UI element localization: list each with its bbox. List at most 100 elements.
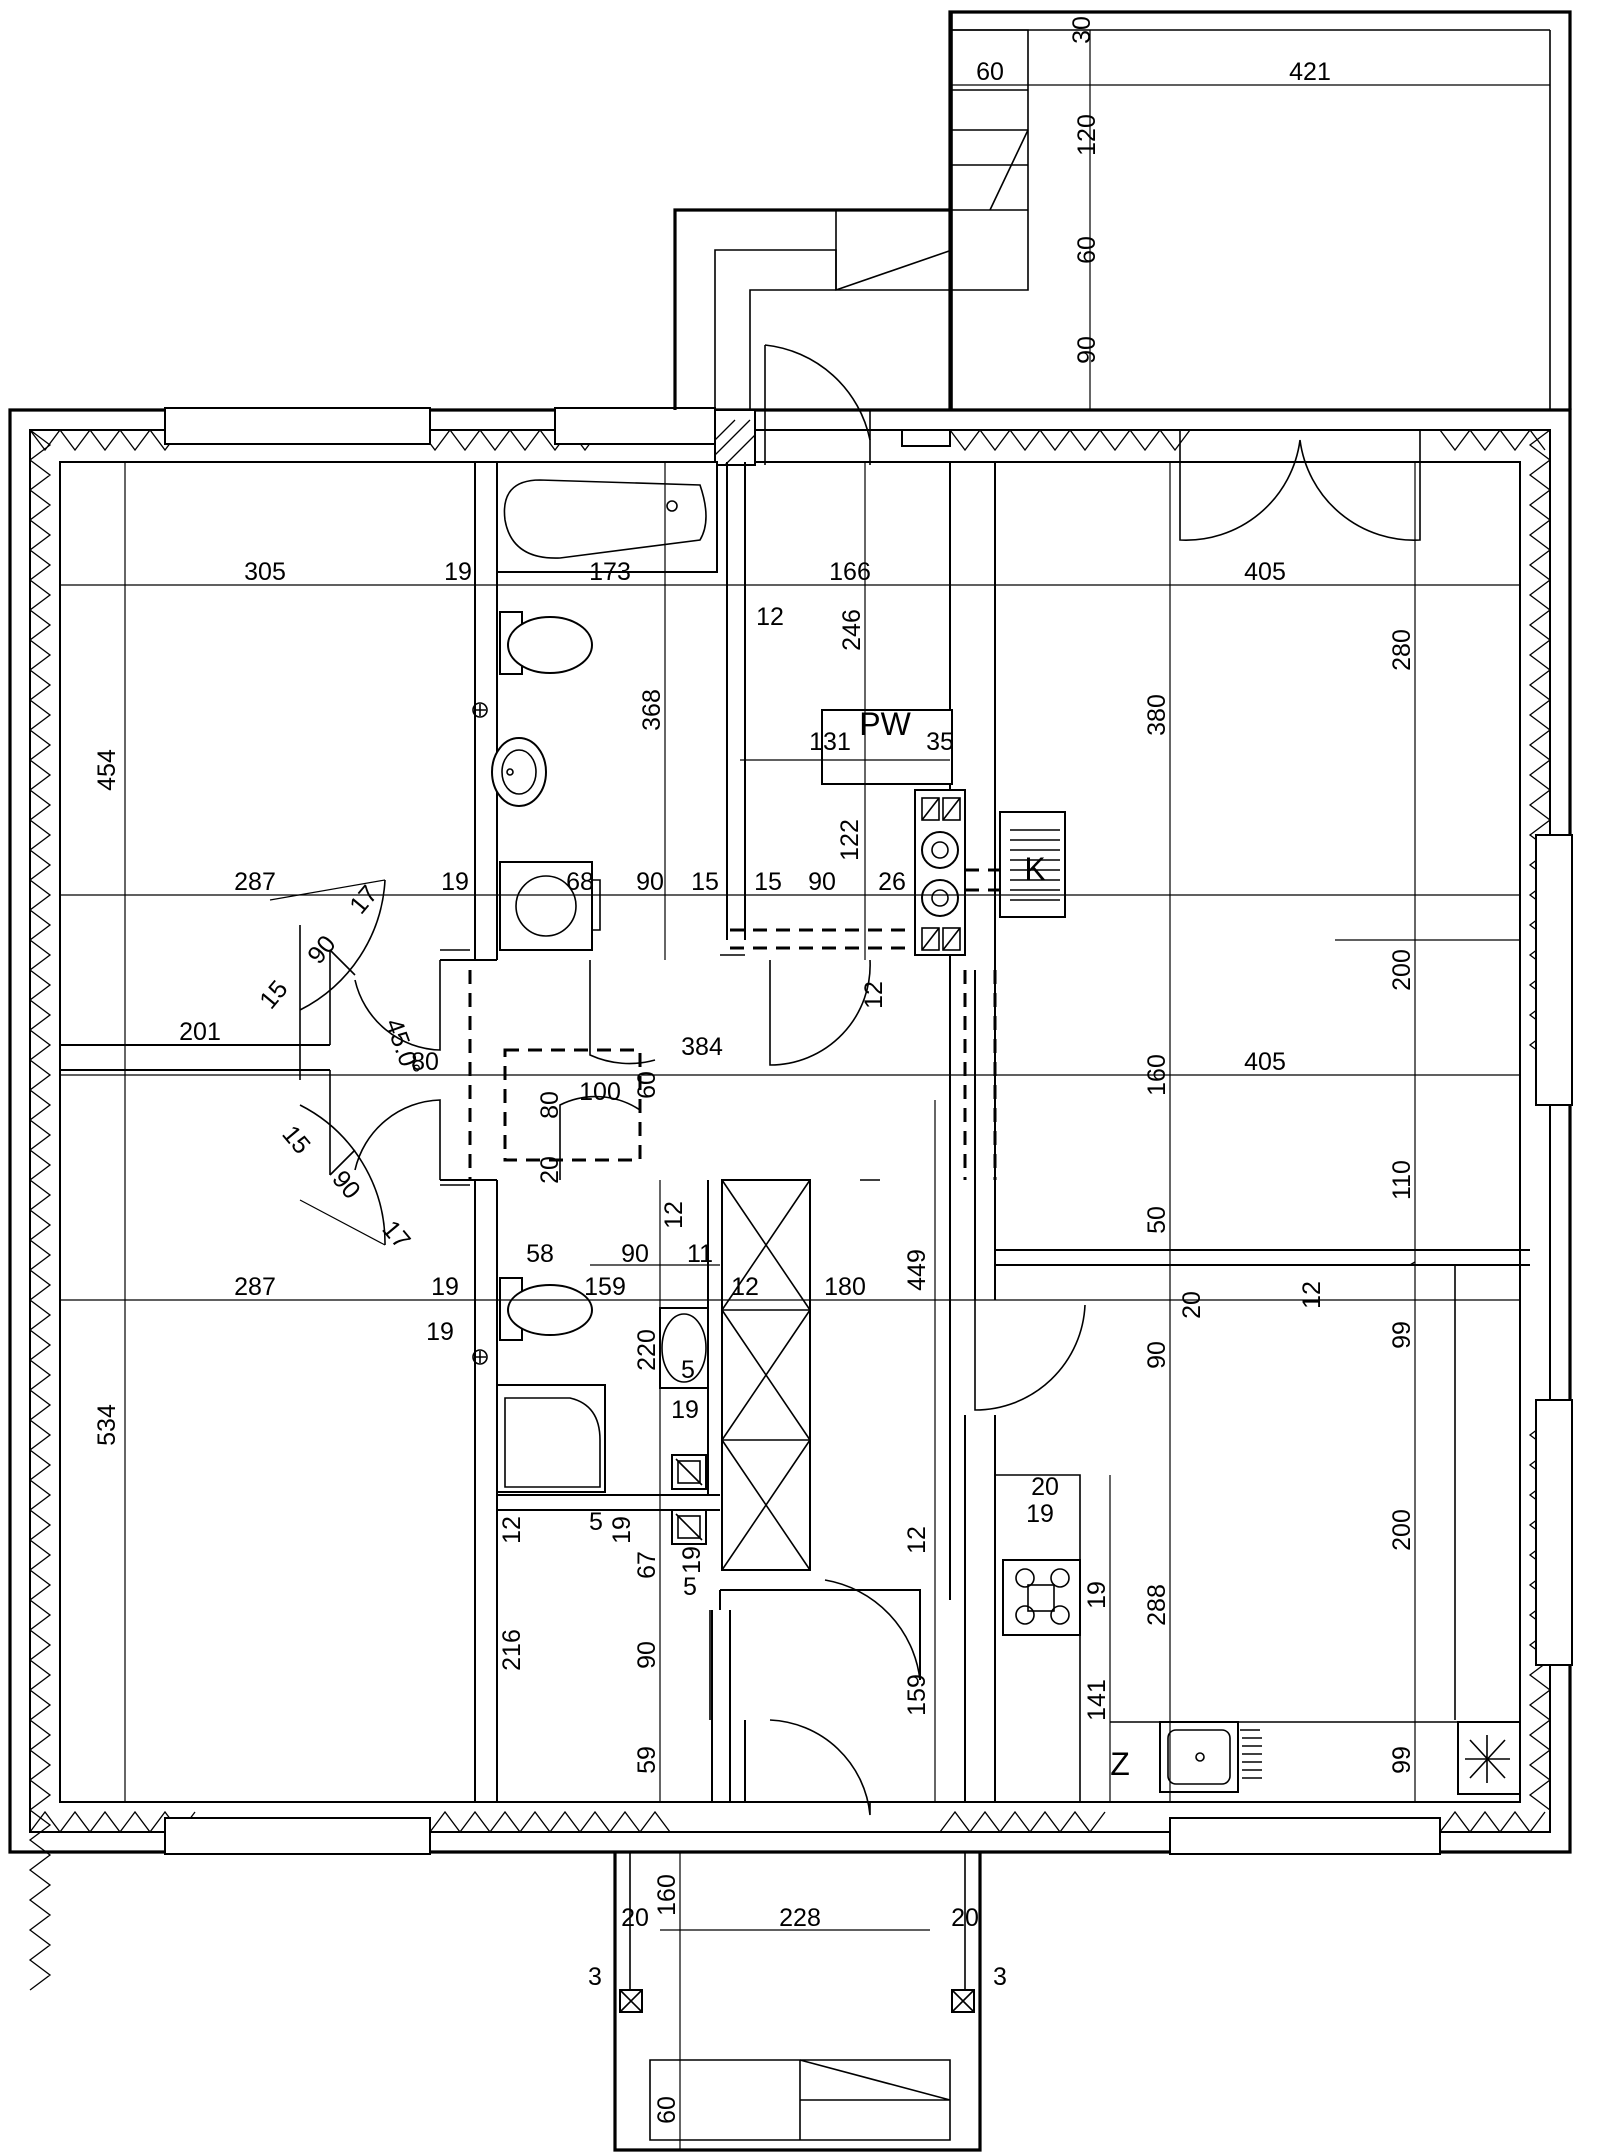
dim-row3-159: 159 (584, 1273, 626, 1301)
shower (496, 1384, 606, 1493)
washing-machine (499, 861, 601, 951)
dim-row3-12: 12 (731, 1273, 759, 1301)
dim-row2-19: 19 (441, 868, 469, 896)
dim-35: 35 (926, 728, 954, 756)
dim-80a: 80 (411, 1048, 439, 1076)
dim-door-90a: 90 (302, 930, 341, 969)
dim-row3-19: 19 (431, 1273, 459, 1301)
window-top-1 (164, 407, 431, 445)
text-labels: PW K Z (859, 706, 1130, 1782)
dim-3b: 3 (993, 1963, 1007, 1991)
dim-row1-173: 173 (589, 558, 631, 586)
dim-row2-68: 68 (566, 868, 594, 896)
dim-l12-a: 12 (756, 603, 784, 631)
dim-20c: 20 (621, 1904, 649, 1932)
dim-v19e: 19 (1083, 1581, 1111, 1609)
dim-20d: 20 (951, 1904, 979, 1932)
top-stairs (673, 10, 1572, 541)
dim-right-90: 90 (1073, 336, 1101, 364)
dim-v90d: 90 (1143, 1341, 1171, 1369)
dim-v216: 216 (498, 1629, 526, 1671)
dim-v200a: 200 (1388, 949, 1416, 991)
dim-100: 100 (579, 1078, 621, 1106)
dim-v90e: 90 (633, 1641, 661, 1669)
dim-20b: 20 (1031, 1473, 1059, 1501)
dim-v99b: 99 (1388, 1746, 1416, 1774)
dim-v99a: 99 (1388, 1321, 1416, 1349)
dim-11: 11 (687, 1240, 713, 1268)
dim-row1-19: 19 (444, 558, 472, 586)
dim-60: 60 (633, 1071, 661, 1099)
toilet-2 (499, 1277, 593, 1341)
dim-v368: 368 (638, 689, 666, 731)
dim-v220: 220 (633, 1329, 661, 1371)
dim-v122: 122 (836, 819, 864, 861)
dim-row2-26: 26 (878, 868, 906, 896)
dim-door-15b: 15 (276, 1120, 315, 1159)
dim-top-30: 30 (1068, 16, 1096, 44)
stove (1002, 1559, 1081, 1636)
dim-v280: 280 (1388, 629, 1416, 671)
dim-v67: 67 (633, 1551, 661, 1579)
kitchen-sink (1159, 1721, 1262, 1793)
dim-v380: 380 (1143, 694, 1171, 736)
label-k: K (1024, 851, 1045, 887)
dim-19c: 19 (1026, 1500, 1054, 1528)
wardrobe (721, 1179, 811, 1571)
dim-l12-b: 12 (860, 981, 888, 1009)
dim-v141: 141 (1083, 1679, 1111, 1721)
dim-row2-90a: 90 (636, 868, 664, 896)
dim-v200b: 200 (1388, 1509, 1416, 1551)
dim-19d: 19 (608, 1516, 636, 1544)
dim-20a: 20 (536, 1156, 564, 1184)
dim-v159: 159 (903, 1674, 931, 1716)
dim-80b: 80 (536, 1091, 564, 1119)
sink-1 (491, 737, 547, 807)
dim-5b: 5 (589, 1508, 603, 1536)
dim-row3-180: 180 (824, 1273, 866, 1301)
dim-v12f: 12 (903, 1526, 931, 1554)
dim-201: 201 (179, 1018, 221, 1046)
bathtub (496, 461, 718, 573)
sink-2 (659, 1307, 709, 1389)
dim-v534: 534 (93, 1404, 121, 1446)
dim-row2-15a: 15 (691, 868, 719, 896)
dim-384: 384 (681, 1033, 723, 1061)
outer-walls (8, 408, 1572, 1991)
dim-v110: 110 (1388, 1160, 1416, 1200)
window-right-2 (1535, 1399, 1573, 1666)
dim-v12e: 12 (498, 1516, 526, 1544)
dim-v288: 288 (1143, 1584, 1171, 1626)
window-top-3 (901, 429, 951, 447)
window-top-2 (554, 407, 716, 445)
dim-v160: 160 (1143, 1054, 1171, 1096)
dim-3a: 3 (588, 1963, 602, 1991)
window-bottom-1 (164, 1817, 431, 1855)
dimension-lines (60, 30, 1550, 2150)
label-z: Z (1110, 1746, 1130, 1782)
pw-box (821, 709, 953, 785)
dim-door-90b: 90 (326, 1165, 365, 1204)
dim-row2-287: 287 (234, 868, 276, 896)
dim-v454: 454 (93, 749, 121, 791)
dim-5c: 5 (683, 1573, 697, 1601)
bottom-entrance (613, 1852, 982, 2152)
dim-19b: 19 (671, 1396, 699, 1424)
doors (299, 879, 1086, 1816)
dim-door-15a: 15 (254, 975, 293, 1014)
dim-v246: 246 (838, 609, 866, 651)
dim-v160b: 160 (653, 1874, 681, 1916)
k-box (999, 811, 1066, 918)
dim-v9: 19 (678, 1546, 706, 1574)
dim-l19: 19 (426, 1318, 454, 1346)
dim-door-17b: 17 (376, 1215, 415, 1254)
dim-row2-15b: 15 (754, 868, 782, 896)
boiler (914, 789, 966, 956)
fridge (1457, 1721, 1521, 1795)
dim-405b: 405 (1244, 1048, 1286, 1076)
fixtures (472, 461, 1521, 1802)
dim-l12-d: 12 (1298, 1281, 1326, 1309)
vent-2 (671, 1509, 707, 1545)
dim-v60b: 60 (653, 2096, 681, 2124)
